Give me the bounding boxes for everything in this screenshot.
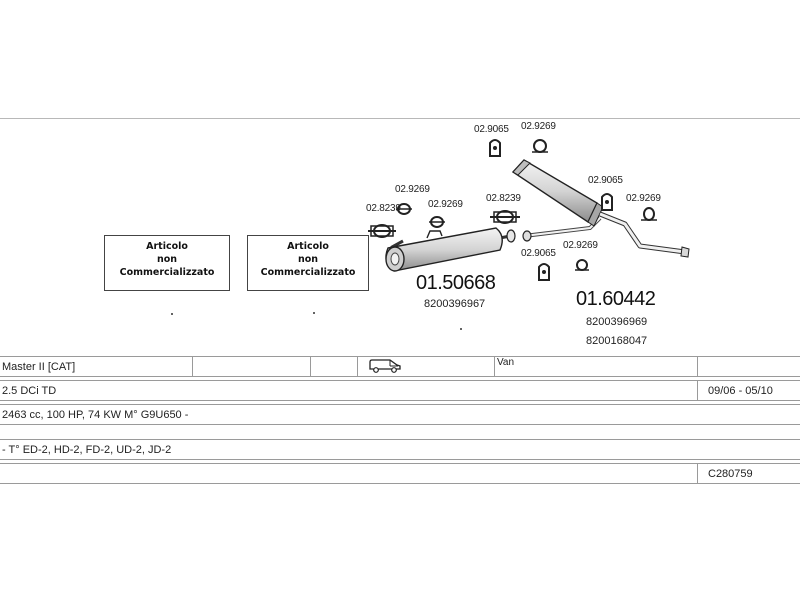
tailpipe-highlight <box>599 212 686 254</box>
reference-cell: C280759 <box>697 463 800 484</box>
rear-hanger-part <box>601 193 613 211</box>
table-row: Master II [CAT] Van <box>0 356 800 377</box>
oem-number: 8200396967 <box>424 298 486 310</box>
notice-line: Articolo <box>146 241 188 252</box>
rear-clamp-part <box>641 207 657 221</box>
notice-line: non <box>156 254 178 265</box>
top-clamp-part <box>532 139 548 153</box>
part-code-top-hanger: 02.9065 <box>474 124 509 135</box>
silencer-code-1: 01.50668 <box>416 272 496 294</box>
exhaust-diagram <box>368 139 690 281</box>
marker-dot <box>171 313 173 315</box>
part-code-mid-clamp: 02.9269 <box>563 240 598 251</box>
body-type-cell: Van <box>494 356 698 377</box>
top-hanger-part <box>489 139 501 157</box>
silencer-body <box>511 159 598 224</box>
not-sold-notice-1: Articolo non Commercializzato <box>104 235 230 291</box>
notice-line: Commercializzato <box>119 267 215 278</box>
hanger-hole <box>605 200 609 204</box>
empty-cell <box>697 356 800 377</box>
mid-hanger-part <box>538 263 550 281</box>
notice-line: Commercializzato <box>260 267 356 278</box>
part-code-top-clamp: 02.9269 <box>521 121 556 132</box>
empty-cell <box>192 356 311 377</box>
body-icon-cell <box>357 356 495 377</box>
silencer-code-2: 01.60442 <box>576 288 656 310</box>
part-code-rear-clamp: 02.9269 <box>626 193 661 204</box>
part-code-rear-hanger: 02.9065 <box>588 175 623 186</box>
gap-cell <box>0 425 800 440</box>
pipe-inlet-ring <box>522 230 532 242</box>
top-border <box>0 118 800 119</box>
part-code-front-clamp: 02.9269 <box>395 184 430 195</box>
part-code-mid-bracket: 02.8239 <box>486 193 521 204</box>
oem-number: 8200396969 <box>586 316 648 328</box>
types-cell: - T° ED-2, HD-2, FD-2, UD-2, JD-2 <box>0 439 800 460</box>
table-row: 2463 cc, 100 HP, 74 KW M° G9U650 - <box>0 404 800 425</box>
model-cell: Master II [CAT] <box>0 356 193 377</box>
not-sold-notice-2: Articolo non Commercializzato <box>247 235 369 291</box>
clamp-ring <box>576 259 588 271</box>
marker-dot <box>313 312 315 314</box>
silencer-outlet-ring <box>506 229 516 243</box>
notice-line: non <box>297 254 319 265</box>
notice-line: Articolo <box>287 241 329 252</box>
table-gap <box>0 425 800 440</box>
tailpipe-end <box>680 246 690 258</box>
mid-bracket-part <box>490 210 520 224</box>
table-row: C280759 <box>0 463 800 484</box>
silencer-top-face <box>512 159 531 176</box>
van-icon <box>369 358 401 373</box>
oem-number: 8200168047 <box>586 335 648 347</box>
table-row: 2.5 DCi TD 09/06 - 05/10 <box>0 380 800 401</box>
empty-cell <box>310 356 358 377</box>
engine-cell: 2.5 DCi TD <box>0 380 698 401</box>
front-hanger-part <box>429 216 445 228</box>
years-cell: 09/06 - 05/10 <box>697 380 800 401</box>
specs-cell: 2463 cc, 100 HP, 74 KW M° G9U650 - <box>0 404 800 425</box>
silencer-bracket <box>426 230 443 239</box>
part-code-front-bracket: 02.8239 <box>366 203 401 214</box>
empty-cell <box>0 463 698 484</box>
clamp-ring <box>643 207 655 221</box>
mid-clamp-part <box>575 259 589 271</box>
vehicle-info-table: Master II [CAT] Van 2.5 DCi TD 09/06 - 0… <box>0 356 800 484</box>
marker-dot <box>460 328 462 330</box>
front-bracket-part <box>368 224 396 238</box>
clamp-ring <box>533 139 547 153</box>
silencer-01-60442 <box>511 159 690 258</box>
silencer-end-cap-inner <box>390 252 400 266</box>
part-code-mid-hanger: 02.9065 <box>521 248 556 259</box>
front-clamp-part <box>396 203 412 215</box>
part-code-front-hanger: 02.9269 <box>428 199 463 210</box>
hanger-hole <box>542 270 546 274</box>
silencer-01-50668 <box>385 227 516 272</box>
table-row: - T° ED-2, HD-2, FD-2, UD-2, JD-2 <box>0 439 800 460</box>
hanger-hole <box>493 146 497 150</box>
